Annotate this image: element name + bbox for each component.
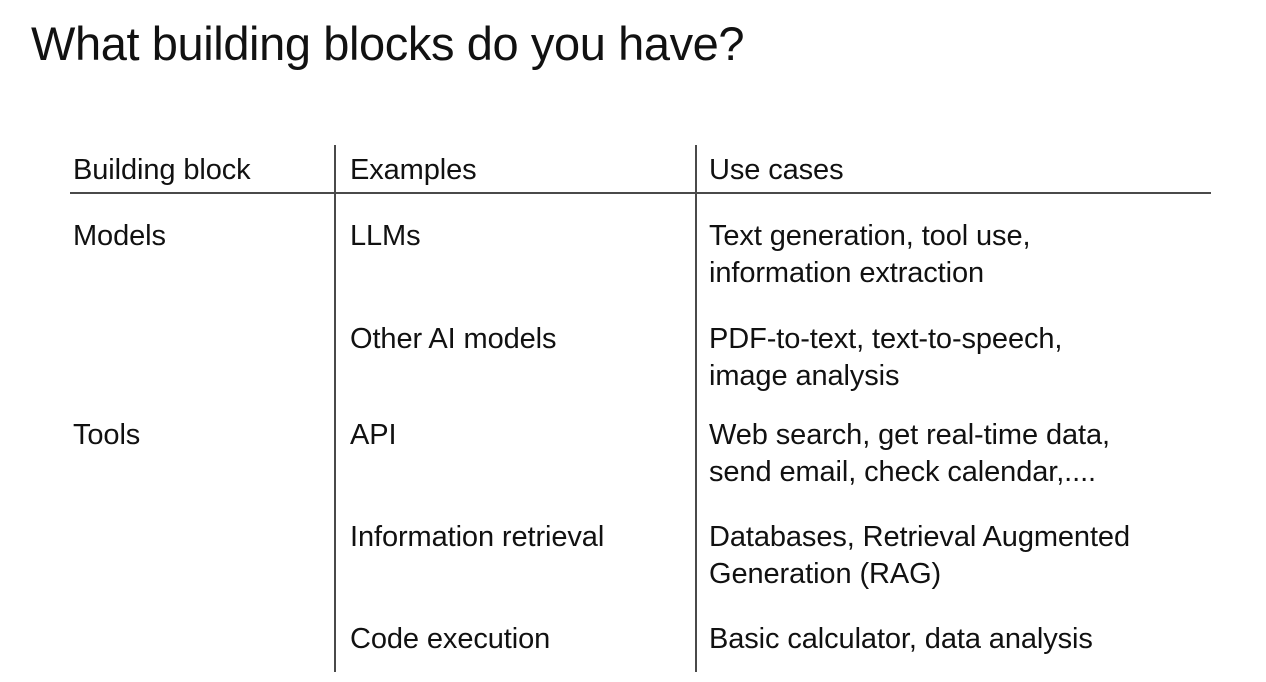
- use-case-line: send email, check calendar,....: [709, 456, 1096, 488]
- cell-use-case: PDF-to-text, text-to-speech, image analy…: [709, 321, 1229, 395]
- use-case-line: Basic calculator, data analysis: [709, 623, 1093, 655]
- cell-use-case: Web search, get real-time data, send ema…: [709, 417, 1229, 491]
- use-case-line: Databases, Retrieval Augmented: [709, 521, 1130, 553]
- cell-use-case: Basic calculator, data analysis: [709, 621, 1229, 658]
- cell-use-case: Text generation, tool use, information e…: [709, 218, 1229, 292]
- use-case-line: PDF-to-text, text-to-speech,: [709, 323, 1063, 355]
- use-case-line: image analysis: [709, 360, 900, 392]
- cell-example: Other AI models: [350, 323, 557, 355]
- cell-example: API: [350, 419, 397, 451]
- cell-example: LLMs: [350, 220, 421, 252]
- column-divider-1: [334, 145, 336, 672]
- page-title: What building blocks do you have?: [31, 17, 745, 70]
- cell-building-block: Models: [73, 220, 166, 252]
- cell-building-block: Tools: [73, 419, 141, 451]
- cell-example: Information retrieval: [350, 521, 605, 553]
- use-case-line: Web search, get real-time data,: [709, 419, 1110, 451]
- table-header-use-cases: Use cases: [709, 154, 844, 186]
- header-divider: [70, 192, 1211, 194]
- cell-example: Code execution: [350, 623, 551, 655]
- table-grid: Building block Examples Use cases Models…: [0, 140, 1266, 682]
- building-blocks-table: Building block Examples Use cases Models…: [0, 140, 1266, 682]
- use-case-line: Generation (RAG): [709, 558, 942, 590]
- column-divider-2: [695, 145, 697, 672]
- table-header-examples: Examples: [350, 154, 477, 186]
- use-case-line: Text generation, tool use,: [709, 220, 1031, 252]
- table-header-building-block: Building block: [73, 154, 251, 186]
- cell-use-case: Databases, Retrieval Augmented Generatio…: [709, 519, 1229, 593]
- use-case-line: information extraction: [709, 257, 985, 289]
